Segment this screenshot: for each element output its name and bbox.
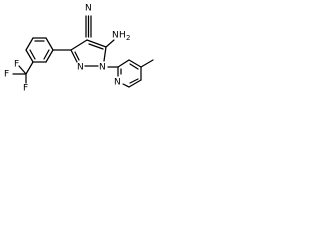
pyrazole-n2-atom: N (77, 63, 84, 73)
fluorine-atom-left: F (4, 70, 9, 80)
bond (105, 39, 115, 48)
pyrazole-n1-atom: N (99, 63, 106, 73)
bond (128, 79, 142, 88)
bond (18, 65, 27, 75)
bond (45, 37, 54, 51)
trifluoromethyl-group: F F F (4, 60, 34, 94)
methyl-bond (140, 59, 154, 68)
double-bond-inner (129, 63, 139, 70)
nitrile-group: N (85, 4, 92, 38)
bond (70, 39, 88, 51)
bond (70, 49, 78, 63)
nitrile-nitrogen-atom: N (85, 4, 92, 14)
bond (25, 61, 34, 75)
pyridine-nitrogen-atom: N (114, 78, 121, 88)
bond (117, 59, 130, 68)
amine-hydrogen-count: 2 (126, 34, 130, 42)
amino-group: N H 2 (105, 31, 130, 48)
double-bond-inner (74, 51, 80, 61)
bond (122, 83, 130, 88)
amine-nitrogen-atom: N (112, 31, 119, 41)
double-bond-inner (43, 49, 50, 60)
bond (103, 46, 107, 62)
bond (128, 59, 142, 68)
bond (25, 37, 34, 51)
pyrazole-ring: N N (70, 39, 107, 73)
fluorine-atom-top: F (14, 60, 19, 70)
bond (86, 39, 107, 48)
bond (25, 49, 34, 63)
pyridine-ring: N (114, 59, 142, 88)
double-bond-inner (88, 43, 104, 50)
amine-hydrogen-atom: H (119, 31, 126, 41)
double-bond-inner (129, 78, 139, 84)
bond (45, 49, 54, 63)
benzene-ring (25, 37, 54, 63)
fluorine-atom-bottom: F (23, 84, 28, 94)
chemical-structure: F F F N N N N H 2 (4, 4, 154, 94)
double-bond-inner (29, 49, 36, 60)
